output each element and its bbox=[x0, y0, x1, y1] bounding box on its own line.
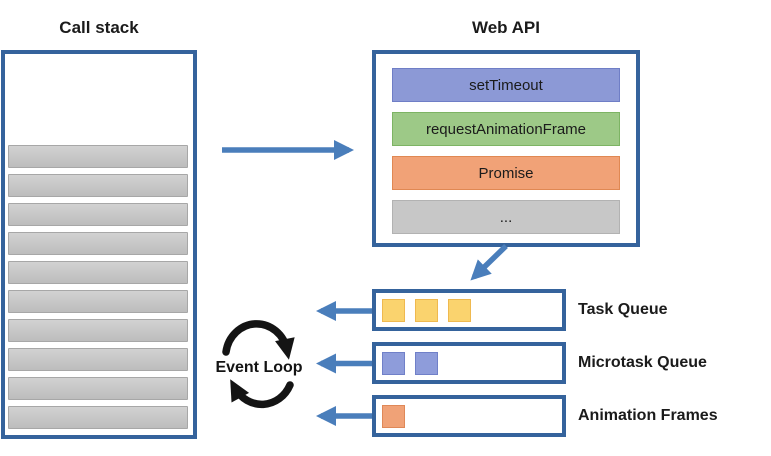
event-loop-arc-top bbox=[222, 320, 295, 360]
stack-frame bbox=[8, 377, 188, 400]
web-api-item: ... bbox=[392, 200, 620, 234]
queue-item bbox=[382, 351, 405, 375]
queue-item bbox=[382, 404, 405, 428]
queue-item bbox=[415, 351, 438, 375]
arrow-webapi-to-taskqueue bbox=[470, 244, 508, 281]
event-loop-arc-bottom bbox=[230, 379, 294, 409]
stack-frame bbox=[8, 290, 188, 313]
animation-frames-label: Animation Frames bbox=[578, 407, 718, 424]
call-stack-box bbox=[1, 50, 197, 439]
microtask-queue-box bbox=[372, 342, 566, 384]
task-queue-box bbox=[372, 289, 566, 331]
stack-frame bbox=[8, 232, 188, 255]
stack-frame bbox=[8, 348, 188, 371]
queue-item bbox=[382, 298, 405, 322]
stack-frame bbox=[8, 145, 188, 168]
animation-frames-box bbox=[372, 395, 566, 437]
stack-frame bbox=[8, 261, 188, 284]
web-api-item: requestAnimationFrame bbox=[392, 112, 620, 146]
task-queue-label: Task Queue bbox=[578, 301, 668, 318]
web-api-item: setTimeout bbox=[392, 68, 620, 102]
stack-frame bbox=[8, 406, 188, 429]
stack-frame bbox=[8, 174, 188, 197]
call-stack-frames bbox=[8, 145, 188, 429]
web-api-item: Promise bbox=[392, 156, 620, 190]
stack-frame bbox=[8, 319, 188, 342]
queue-item bbox=[415, 298, 438, 322]
queue-item bbox=[448, 298, 471, 322]
stack-frame bbox=[8, 203, 188, 226]
microtask-queue-label: Microtask Queue bbox=[578, 354, 707, 371]
call-stack-title: Call stack bbox=[59, 18, 139, 37]
web-api-title: Web API bbox=[471, 18, 540, 37]
event-loop-label: Event Loop bbox=[215, 359, 303, 376]
